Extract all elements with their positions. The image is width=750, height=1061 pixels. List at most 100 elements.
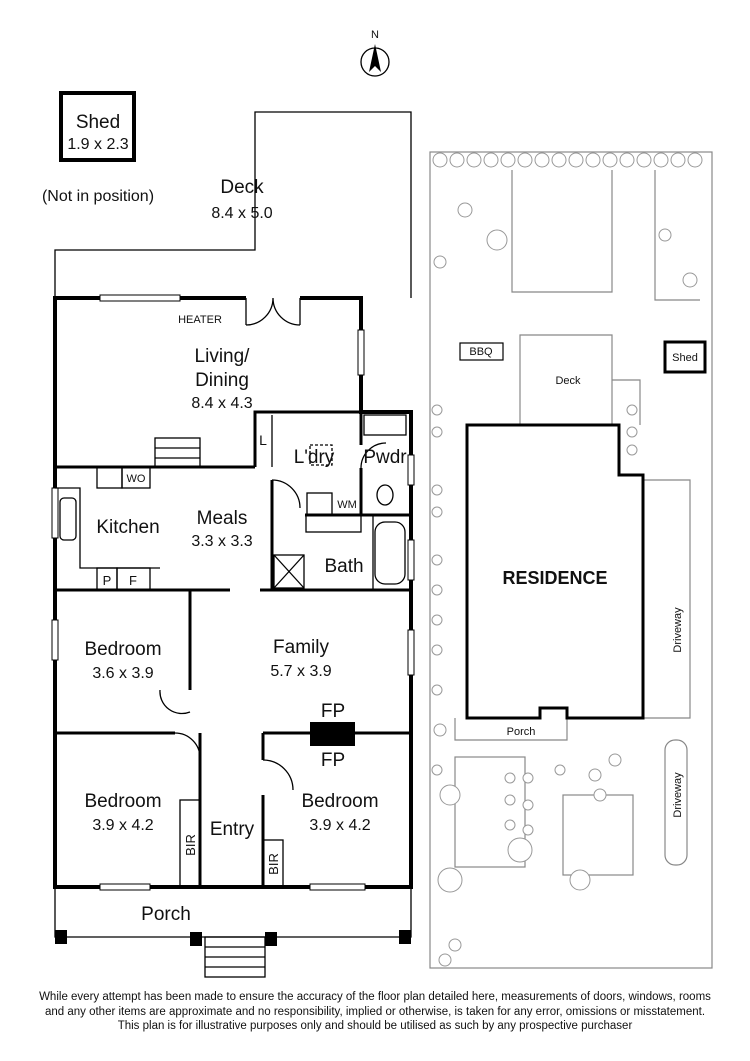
entry-label: Entry: [210, 819, 255, 840]
tree-icon: [658, 228, 672, 242]
shed-title: Shed: [76, 112, 120, 133]
bedroom3-name: Bedroom: [301, 791, 378, 812]
tree-icon: [438, 953, 452, 967]
tree-icon: [636, 152, 652, 168]
tree-icon: [433, 255, 447, 269]
tree-icon: [504, 772, 516, 784]
disclaimer: While every attempt has been made to ens…: [0, 990, 750, 1034]
house-walls: [51, 294, 415, 978]
bedroom1-size: 3.6 x 3.9: [92, 665, 153, 682]
fireplace: [310, 722, 355, 746]
bedroom2-size: 3.9 x 4.2: [92, 817, 153, 834]
floor-plan: N Shed 1.9 x 2.3 (Not in position) Deck …: [42, 29, 713, 978]
site-shed-label: Shed: [672, 352, 698, 364]
tree-icon: [522, 799, 534, 811]
tree-icon: [534, 152, 550, 168]
laundry-label: L'dry: [294, 447, 335, 468]
tree-icon: [500, 152, 516, 168]
tree-icon: [619, 152, 635, 168]
tree-icon: [670, 152, 686, 168]
tree-icon: [466, 152, 482, 168]
living-size: 8.4 x 4.3: [191, 395, 252, 412]
wm-label: WM: [337, 499, 357, 511]
wo-label: WO: [127, 473, 146, 485]
meals-name: Meals: [197, 508, 248, 529]
family-name: Family: [273, 637, 329, 658]
compass-label: N: [371, 29, 379, 41]
tree-icon: [431, 404, 443, 416]
tree-icon: [431, 554, 443, 566]
shed-size: 1.9 x 2.3: [67, 136, 128, 153]
fridge-label: F: [129, 573, 137, 588]
tree-icon: [588, 768, 602, 782]
tree-icon: [437, 867, 463, 893]
disclaimer-line: While every attempt has been made to ens…: [39, 991, 711, 1003]
bir1-label: BIR: [183, 834, 198, 856]
tree-icon: [626, 404, 638, 416]
kitchen-label: Kitchen: [96, 517, 159, 538]
porch-label: Porch: [141, 904, 191, 925]
tree-icon: [569, 869, 591, 891]
tree-icon: [551, 152, 567, 168]
bedroom1-name: Bedroom: [84, 639, 161, 660]
tree-icon: [608, 753, 622, 767]
tree-icon: [432, 152, 448, 168]
tree-icon: [687, 152, 703, 168]
powder-label: Pwdr: [363, 447, 407, 468]
residence-label: RESIDENCE: [502, 568, 607, 588]
disclaimer-line: This plan is for illustrative purposes o…: [117, 1020, 633, 1032]
fp-top-label: FP: [321, 701, 345, 722]
tree-icon: [554, 764, 566, 776]
tree-icon: [439, 784, 461, 806]
tree-icon: [431, 426, 443, 438]
tree-icon: [457, 202, 473, 218]
deck-name: Deck: [220, 177, 264, 198]
linen-label: L: [259, 432, 267, 448]
tree-icon: [504, 819, 516, 831]
bir2-label: BIR: [266, 853, 281, 875]
site-porch-label: Porch: [507, 726, 536, 738]
driveway1-label: Driveway: [672, 607, 684, 653]
tree-icon: [522, 824, 534, 836]
tree-icon: [431, 584, 443, 596]
bbq-label: BBQ: [469, 346, 493, 358]
tree-icon: [585, 152, 601, 168]
tree-icon: [431, 684, 443, 696]
heater-label: HEATER: [178, 314, 222, 326]
living-name-1: Living/: [195, 346, 251, 367]
tree-icon: [433, 723, 447, 737]
tree-icon: [431, 506, 443, 518]
tree-icon: [431, 764, 443, 776]
room-labels: HEATER Living/ Dining 8.4 x 4.3 L L'dry …: [84, 314, 407, 925]
tree-icon: [682, 272, 698, 288]
driveway2-label: Driveway: [672, 772, 684, 818]
site-plan: RESIDENCE Deck BBQ Shed Porch Driveway D…: [429, 151, 713, 969]
fp-bottom-label: FP: [321, 750, 345, 771]
site-boundary: [429, 151, 713, 969]
tree-icon: [507, 837, 533, 863]
tree-icon: [504, 794, 516, 806]
tree-icons: [431, 152, 703, 967]
tree-icon: [626, 426, 638, 438]
residence-outline: [465, 423, 645, 720]
disclaimer-line: and any other items are approximate and …: [44, 1005, 706, 1018]
tree-icon: [449, 152, 465, 168]
tree-icon: [593, 788, 607, 802]
tree-icon: [431, 644, 443, 656]
meals-size: 3.3 x 3.3: [191, 533, 252, 550]
tree-icon: [517, 152, 533, 168]
tree-icon: [522, 772, 534, 784]
tree-icon: [431, 614, 443, 626]
deck-area: Deck 8.4 x 5.0: [54, 111, 412, 298]
tree-icon: [431, 484, 443, 496]
tree-icon: [448, 938, 462, 952]
tree-icon: [602, 152, 618, 168]
tree-icon: [483, 152, 499, 168]
deck-size: 8.4 x 5.0: [211, 205, 272, 222]
bath-label: Bath: [324, 556, 363, 577]
site-deck-label: Deck: [555, 375, 581, 387]
family-size: 5.7 x 3.9: [270, 663, 331, 680]
bedroom3-size: 3.9 x 4.2: [309, 817, 370, 834]
bedroom2-name: Bedroom: [84, 791, 161, 812]
tree-icon: [486, 229, 508, 251]
